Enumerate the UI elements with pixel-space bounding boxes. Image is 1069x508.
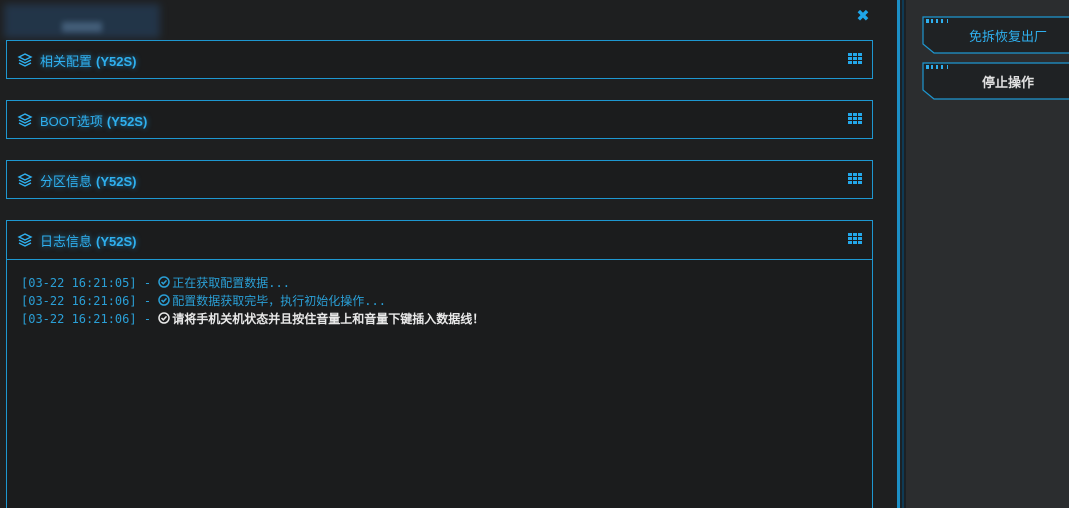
log-time: [03-22 16:21:06] — [21, 312, 137, 326]
factory-reset-button[interactable]: 免拆恢复出厂 — [922, 16, 1069, 54]
layers-icon — [17, 172, 33, 188]
log-line: [03-22 16:21:05] - 正在获取配置数据... — [21, 274, 858, 292]
sidebar: 免拆恢复出厂 停止操作 — [906, 0, 1069, 508]
check-circle-icon — [158, 294, 171, 306]
panel-header[interactable]: BOOT选项(Y52S) — [7, 101, 872, 139]
stop-operation-button[interactable]: 停止操作 — [922, 62, 1069, 100]
panel-header[interactable]: 日志信息(Y52S) — [7, 221, 872, 260]
grid-icon[interactable] — [848, 113, 862, 125]
close-icon[interactable]: ✖ — [856, 6, 870, 25]
button-label: 停止操作 — [981, 75, 1034, 91]
log-line: [03-22 16:21:06] - 配置数据获取完毕，执行初始化操作... — [21, 292, 858, 310]
log-time: [03-22 16:21:05] — [21, 276, 137, 290]
splitter[interactable] — [897, 0, 906, 508]
panel-log: 日志信息(Y52S) [03-22 16:21:05] - 正在获取配置数据..… — [6, 220, 873, 508]
log-body[interactable]: [03-22 16:21:05] - 正在获取配置数据... [03-22 16… — [7, 260, 872, 328]
panel-config: 相关配置(Y52S) — [6, 40, 873, 79]
panel-title: 相关配置(Y52S) — [40, 53, 137, 69]
panel-header[interactable]: 分区信息(Y52S) — [7, 161, 872, 199]
panel-title: 分区信息(Y52S) — [40, 173, 137, 189]
grid-icon[interactable] — [848, 233, 862, 245]
layers-icon — [17, 112, 33, 128]
layers-icon — [17, 232, 33, 248]
panel-title: BOOT选项(Y52S) — [40, 113, 148, 129]
log-line: [03-22 16:21:06] - 请将手机关机状态并且按住音量上和音量下键插… — [21, 310, 858, 328]
log-message: 请将手机关机状态并且按住音量上和音量下键插入数据线！ — [172, 312, 485, 326]
button-label: 免拆恢复出厂 — [968, 29, 1047, 45]
layers-icon — [17, 52, 33, 68]
log-message: 配置数据获取完毕，执行初始化操作... — [172, 294, 386, 308]
log-separator: - — [143, 312, 152, 326]
log-time: [03-22 16:21:06] — [21, 294, 137, 308]
panel-partition: 分区信息(Y52S) — [6, 160, 873, 199]
grid-icon[interactable] — [848, 53, 862, 65]
grid-icon[interactable] — [848, 173, 862, 185]
check-circle-icon — [158, 312, 171, 324]
log-message: 正在获取配置数据... — [172, 276, 290, 290]
log-separator: - — [143, 294, 152, 308]
blurred-header — [4, 4, 160, 38]
log-separator: - — [143, 276, 152, 290]
panel-title: 日志信息(Y52S) — [40, 233, 137, 249]
panel-boot: BOOT选项(Y52S) — [6, 100, 873, 139]
panel-header[interactable]: 相关配置(Y52S) — [7, 41, 872, 79]
blurred-header-text — [62, 22, 102, 32]
check-circle-icon — [158, 276, 171, 288]
